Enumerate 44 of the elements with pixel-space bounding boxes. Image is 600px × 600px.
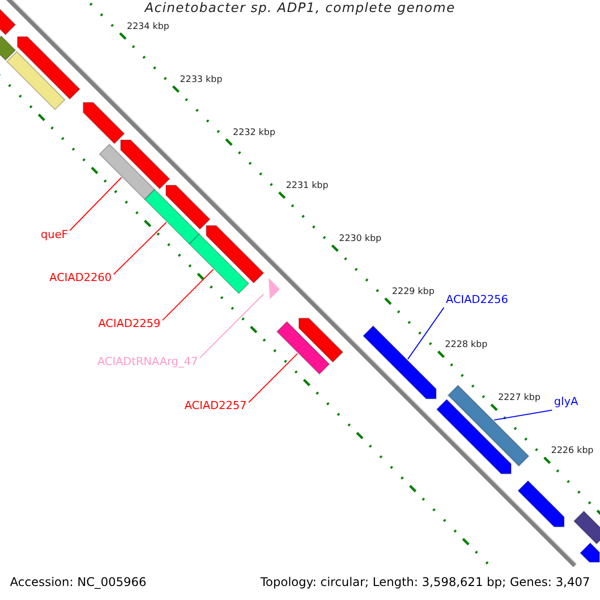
genome-summary: Topology: circular; Length: 3,598,621 bp; Genes: 3,407 [260, 575, 590, 589]
gene-bar [276, 321, 330, 375]
gene-block [206, 225, 264, 284]
scale-label: 2230 kbp [338, 233, 382, 246]
gene-bar [144, 188, 200, 245]
gene-block [436, 398, 512, 474]
gene-label: ACIAD2257 [184, 399, 247, 414]
gene-label: ACIAD2256 [446, 292, 508, 307]
gene-block [165, 184, 211, 230]
leader-line [407, 307, 444, 360]
gene-label: queF [40, 228, 68, 242]
gene-label: ACIAD2260 [49, 271, 112, 286]
gene-block [82, 102, 125, 144]
leader-line [248, 353, 298, 403]
gene-bar [573, 510, 600, 544]
title: Acinetobacter sp. ADP1, complete genome [144, 1, 456, 16]
leader-line [199, 294, 264, 358]
scale-label: 2229 kbp [392, 286, 434, 300]
leader-line [113, 222, 167, 275]
scale-label: 2231 kbp [286, 180, 328, 194]
leader-line [69, 176, 122, 232]
gene-block [362, 325, 437, 400]
scale-label: 2234 kbp [126, 21, 170, 34]
accession-note: Accession: NC_005966 [10, 575, 146, 589]
triangle-marker [268, 278, 280, 300]
gene-block [517, 480, 565, 528]
gene-bar [0, 35, 16, 61]
leader-line [494, 410, 553, 421]
gene-bar [98, 144, 156, 200]
scale-label: 2232 kbp [232, 127, 276, 140]
scale-label: 2228 kbp [445, 339, 488, 352]
scale-label: 2233 kbp [180, 74, 222, 88]
gene-bar [188, 233, 250, 294]
scale-label: 2227 kbp [498, 392, 540, 406]
gene-bar [6, 50, 66, 110]
scale-label: 2226 kbp [551, 445, 594, 458]
gene-block [120, 140, 170, 190]
gene-block [580, 542, 600, 563]
gene-label: ACIAD2259 [98, 317, 160, 332]
leader-line [162, 268, 214, 321]
gene-block [298, 318, 344, 363]
gene-label: glyA [554, 395, 578, 410]
gene-block [16, 36, 80, 100]
gene-label: ACIADtRNAArg_47 [97, 354, 198, 369]
